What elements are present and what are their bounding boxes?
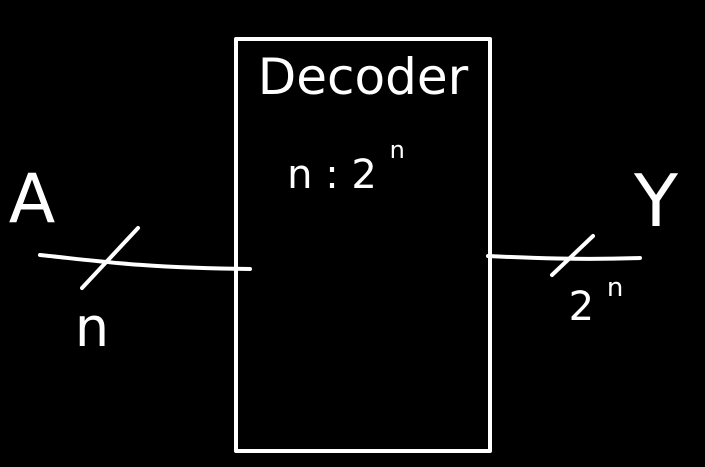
input-bus-line — [38, 253, 252, 271]
output-name-label: Y — [633, 159, 679, 243]
input-bus-slash — [80, 226, 140, 290]
input-name-label: A — [9, 160, 56, 239]
decoder-ratio-base: n : 2 — [287, 152, 377, 198]
output-width-base: 2 — [569, 284, 594, 330]
output-width-exponent: n — [607, 273, 623, 303]
input-width-label: n — [75, 296, 109, 359]
output-bus-slash — [550, 234, 595, 277]
output-bus-line — [486, 254, 642, 261]
output-width-label: 2 n — [569, 273, 624, 330]
decoder-ratio-exponent: n — [390, 136, 405, 164]
decoder-ratio: n : 2 n — [287, 136, 405, 198]
decoder-box — [234, 37, 492, 453]
decoder-title: Decoder — [258, 48, 469, 106]
